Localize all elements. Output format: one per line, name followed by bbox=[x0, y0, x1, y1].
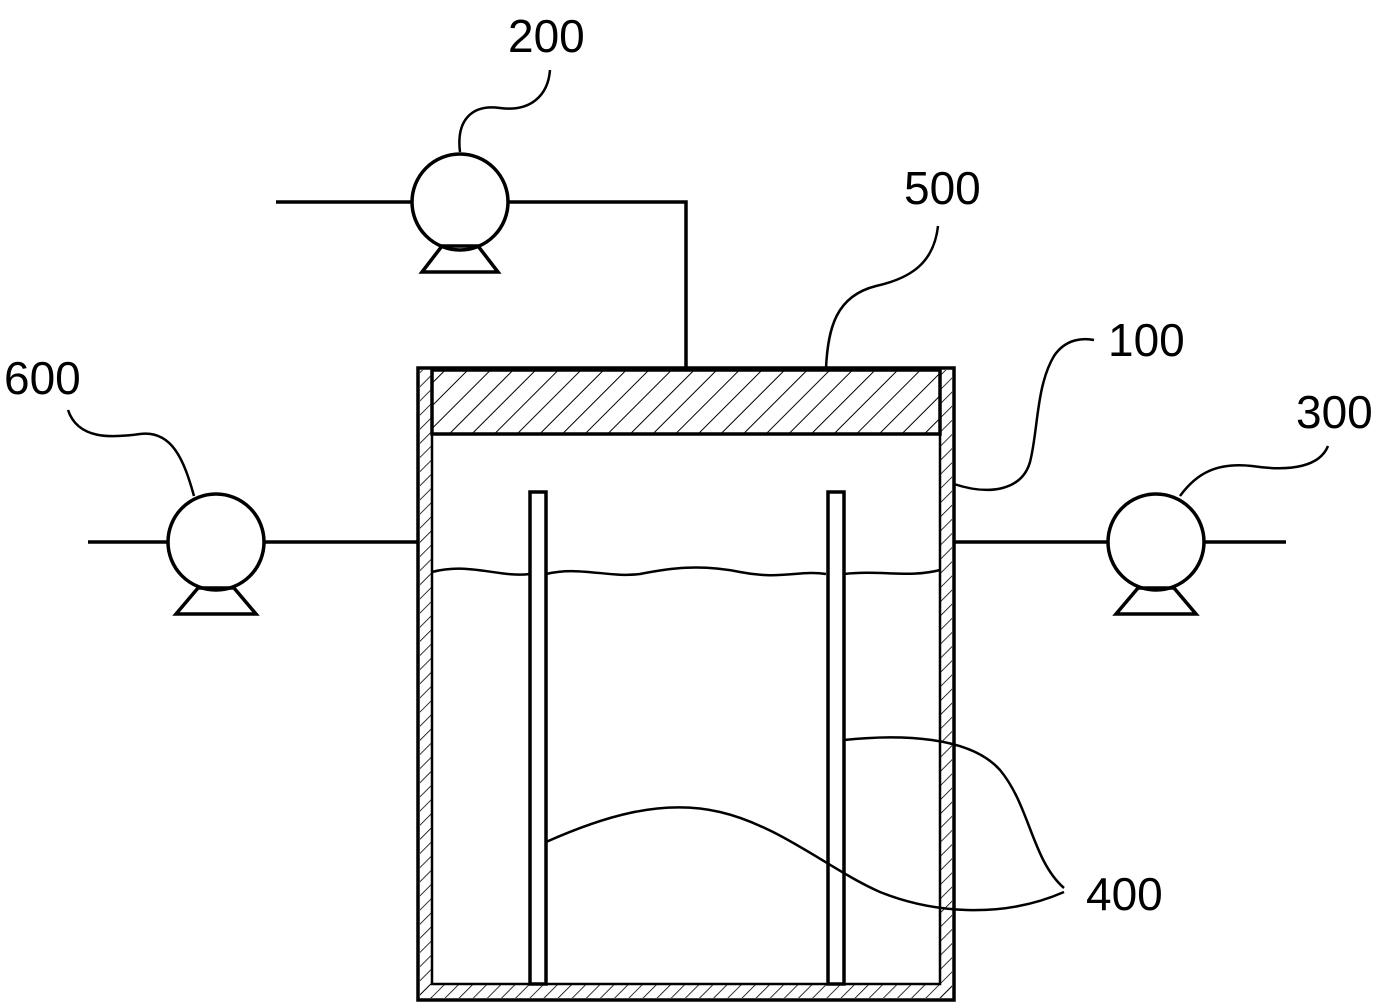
leader-600 bbox=[66, 409, 196, 497]
leader-400-upper bbox=[843, 736, 1065, 889]
tank-inner-wall bbox=[430, 370, 942, 986]
label-600: 600 bbox=[4, 352, 81, 404]
liquid-surface bbox=[431, 566, 941, 577]
label-500: 500 bbox=[904, 162, 981, 214]
pump-600 bbox=[88, 492, 418, 616]
tank-bottom-wall-hatch bbox=[420, 984, 952, 998]
leader-200 bbox=[458, 69, 552, 153]
cover-outline bbox=[430, 368, 942, 436]
pump-200-outlet-line bbox=[508, 200, 688, 368]
pump-300 bbox=[954, 492, 1286, 616]
pump-200 bbox=[276, 152, 688, 368]
tank-outer-wall bbox=[416, 366, 956, 1002]
leader-400-lower bbox=[545, 806, 1065, 912]
leader-lines bbox=[66, 69, 1330, 912]
pump-200-body bbox=[410, 152, 510, 252]
label-100: 100 bbox=[1108, 314, 1185, 366]
pump-600-base bbox=[172, 586, 260, 616]
tank-right-wall-hatch bbox=[940, 370, 952, 998]
leader-500 bbox=[824, 225, 940, 369]
tank bbox=[416, 366, 956, 1002]
label-300: 300 bbox=[1296, 386, 1373, 438]
cover bbox=[430, 368, 942, 436]
leader-100 bbox=[953, 337, 1095, 492]
pump-300-body bbox=[1106, 492, 1206, 592]
electrode-left bbox=[528, 490, 548, 986]
electrode-right bbox=[826, 490, 846, 986]
electrodes bbox=[528, 490, 846, 986]
label-200: 200 bbox=[508, 10, 585, 62]
label-400: 400 bbox=[1086, 868, 1163, 920]
cover-hatch bbox=[432, 370, 940, 434]
pump-300-base bbox=[1112, 586, 1200, 616]
leader-300 bbox=[1178, 445, 1330, 497]
tank-left-wall-hatch bbox=[420, 370, 432, 998]
pump-600-body bbox=[166, 492, 266, 592]
pump-200-base bbox=[418, 244, 502, 274]
